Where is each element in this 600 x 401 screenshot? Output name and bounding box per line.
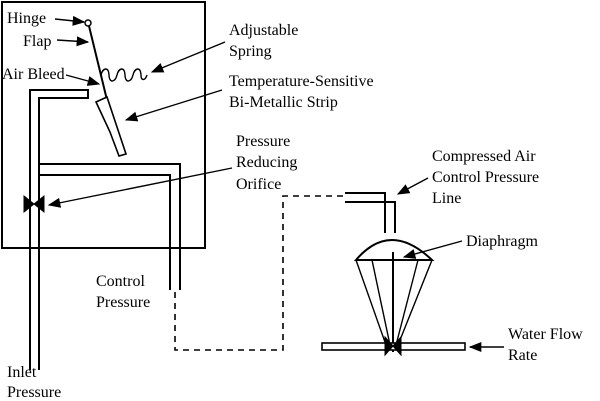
label-inlet-pressure-2: Pressure	[7, 384, 61, 401]
hinge-arrow	[54, 15, 86, 26]
label-temp-strip-1: Temperature-Sensitive	[229, 73, 374, 90]
label-pressure-orifice-2: Reducing	[236, 154, 297, 171]
thermostat-housing	[1, 1, 206, 249]
label-adjustable-spring-2: Spring	[229, 43, 272, 60]
strip-arrow	[124, 89, 223, 122]
flap	[88, 25, 108, 101]
label-water-flow-1: Water Flow	[508, 326, 583, 343]
bimetallic-strip	[94, 95, 128, 157]
water-valve	[384, 335, 402, 357]
control-pipe	[39, 163, 181, 290]
label-water-flow-2: Rate	[508, 347, 537, 364]
spring-arrow	[150, 41, 226, 73]
adjustable-spring	[100, 68, 148, 82]
compressed-air-line	[345, 192, 396, 233]
dashed-control-line	[174, 195, 345, 351]
label-compressed-air-3: Line	[432, 190, 461, 207]
label-diaphragm: Diaphragm	[466, 233, 539, 250]
label-control-pressure-1: Control	[96, 273, 145, 290]
hinge-pivot	[84, 19, 92, 27]
compressed-air-arrow	[396, 177, 429, 195]
pressure-reducing-orifice	[23, 194, 45, 214]
label-inlet-pressure-1: Inlet	[7, 364, 37, 381]
label-temp-strip-2: Bi-Metallic Strip	[229, 94, 338, 111]
diaphragm-arrow	[402, 240, 463, 259]
diaphragm-dome	[353, 239, 435, 261]
flap-arrow	[56, 36, 90, 47]
label-flap: Flap	[23, 33, 51, 50]
label-pressure-orifice-3: Orifice	[236, 176, 281, 193]
label-adjustable-spring-1: Adjustable	[229, 22, 298, 39]
actuator-cone	[355, 259, 433, 346]
inlet-air-pipe-outer	[29, 89, 89, 370]
label-compressed-air-2: Control Pressure	[432, 169, 539, 186]
orifice-arrow	[47, 167, 233, 208]
label-control-pressure-2: Pressure	[96, 294, 150, 311]
label-pressure-orifice-1: Pressure	[236, 133, 290, 150]
label-compressed-air-1: Compressed Air	[432, 148, 536, 165]
air-bleed-arrow	[65, 74, 101, 86]
label-hinge: Hinge	[7, 10, 46, 27]
label-air-bleed: Air Bleed	[2, 66, 65, 83]
